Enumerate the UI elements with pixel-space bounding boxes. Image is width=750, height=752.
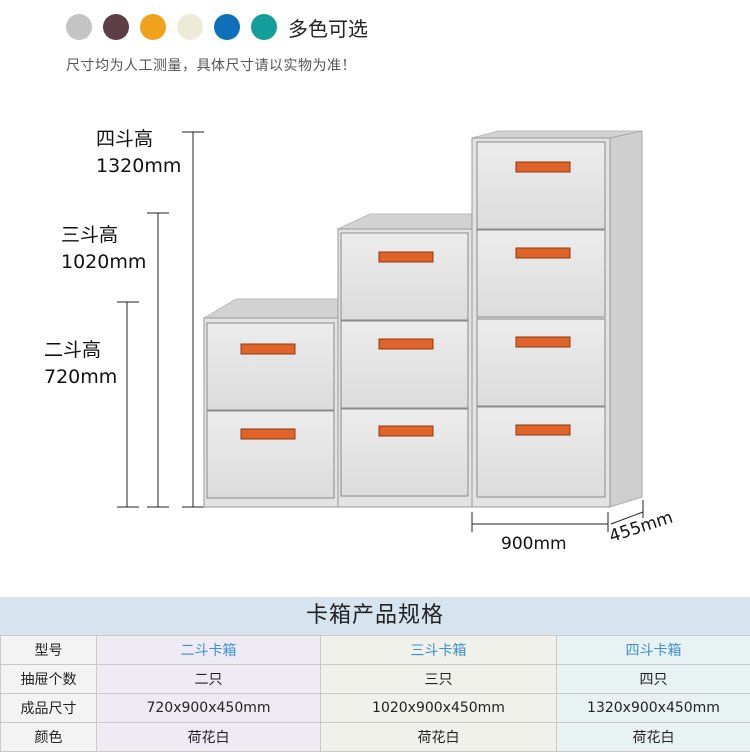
drawer-handle xyxy=(379,426,433,436)
table-header-cell: 型号 xyxy=(1,636,97,665)
spec-table-title: 卡箱产品规格 xyxy=(0,597,750,635)
dim-three-drawer-value: 1020mm xyxy=(61,249,146,276)
table-cell: 荷花白 xyxy=(97,723,321,752)
spec-table-section: 卡箱产品规格 型号 二斗卡箱 三斗卡箱 四斗卡箱 抽屉个数 二只 三只 四只 成… xyxy=(0,597,750,750)
table-row: 颜色 荷花白 荷花白 荷花白 xyxy=(1,723,750,752)
drawer-handle xyxy=(241,344,295,354)
drawer-handle xyxy=(379,252,433,262)
spec-table: 型号 二斗卡箱 三斗卡箱 四斗卡箱 抽屉个数 二只 三只 四只 成品尺寸 720… xyxy=(0,635,750,752)
cabinet-diagram: 四斗高 1320mm 三斗高 1020mm 二斗高 720mm 900mm 45… xyxy=(0,0,750,600)
dim-four-drawer: 四斗高 1320mm xyxy=(96,126,181,180)
cabinet-two-drawer xyxy=(204,299,340,507)
table-cell: 四只 xyxy=(557,665,750,694)
drawer-handle xyxy=(241,429,295,439)
dim-three-drawer: 三斗高 1020mm xyxy=(61,222,146,276)
dim-four-drawer-label: 四斗高 xyxy=(96,126,181,153)
table-cell: 720x900x450mm xyxy=(97,694,321,723)
drawer-handle xyxy=(516,248,570,258)
table-row: 成品尺寸 720x900x450mm 1020x900x450mm 1320x9… xyxy=(1,694,750,723)
table-header-cell: 三斗卡箱 xyxy=(321,636,557,665)
height-dimension-lines xyxy=(117,132,204,507)
table-cell: 二只 xyxy=(97,665,321,694)
dim-width: 900mm xyxy=(501,531,567,558)
table-cell: 1020x900x450mm xyxy=(321,694,557,723)
dim-four-drawer-value: 1320mm xyxy=(96,153,181,180)
table-cell: 1320x900x450mm xyxy=(557,694,750,723)
drawer-handle xyxy=(516,425,570,435)
drawer-handle xyxy=(516,337,570,347)
table-header-cell: 二斗卡箱 xyxy=(97,636,321,665)
dim-two-drawer-label: 二斗高 xyxy=(44,337,117,364)
dim-two-drawer-value: 720mm xyxy=(44,364,117,391)
drawer-handle xyxy=(379,339,433,349)
cabinet-illustration xyxy=(0,0,750,600)
cabinet-four-drawer xyxy=(472,131,642,507)
drawer-handle xyxy=(516,162,570,172)
table-cell: 荷花白 xyxy=(321,723,557,752)
table-header-row: 型号 二斗卡箱 三斗卡箱 四斗卡箱 xyxy=(1,636,750,665)
dim-three-drawer-label: 三斗高 xyxy=(61,222,146,249)
dim-two-drawer: 二斗高 720mm xyxy=(44,337,117,391)
cabinet-three-drawer xyxy=(338,214,474,507)
table-header-cell: 四斗卡箱 xyxy=(557,636,750,665)
table-cell: 三只 xyxy=(321,665,557,694)
table-row: 抽屉个数 二只 三只 四只 xyxy=(1,665,750,694)
table-cell: 抽屉个数 xyxy=(1,665,97,694)
table-cell: 颜色 xyxy=(1,723,97,752)
table-cell: 荷花白 xyxy=(557,723,750,752)
table-cell: 成品尺寸 xyxy=(1,694,97,723)
